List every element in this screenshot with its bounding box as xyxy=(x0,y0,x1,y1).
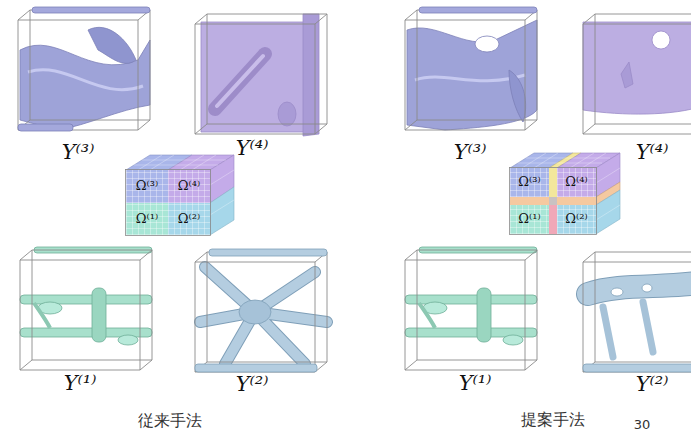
subdomain-label: Ω⁽⁴⁾ xyxy=(565,175,587,189)
unit-cell-y4-conventional-part xyxy=(201,22,305,132)
unit-cell-y4-proposed-part xyxy=(583,14,691,134)
unit-cell-y1-conventional-part xyxy=(20,247,152,345)
unit-cell-y2-conventional-part xyxy=(239,300,271,324)
unit-cell-y2-proposed xyxy=(583,252,691,372)
method-caption: 提案手法 xyxy=(521,411,585,429)
unit-cell-y4-conventional-part xyxy=(278,102,296,126)
unit-cell-y2-proposed-part xyxy=(611,288,623,296)
subdomain-label: Ω⁽³⁾ xyxy=(136,179,158,193)
subdomain-face: Ω⁽⁴⁾ xyxy=(557,168,596,197)
subdomain-cube-proposed-part xyxy=(596,190,620,234)
unit-cell-y1-proposed xyxy=(405,247,537,370)
unit-cell-y1-proposed-part xyxy=(405,247,537,345)
unit-cell-y3-conventional-part xyxy=(18,124,73,131)
unit-cell-y2-proposed-part xyxy=(603,302,653,357)
unit-cell-y2-conventional xyxy=(195,249,327,372)
unit-cell-y3-conventional-part xyxy=(28,70,143,90)
subdomain-face: Ω⁽³⁾ xyxy=(126,170,168,203)
unit-cell-y4-proposed-part xyxy=(652,31,670,49)
subdomain-face: Ω⁽⁴⁾ xyxy=(168,170,210,203)
subdomain-label: Ω⁽¹⁾ xyxy=(518,212,540,226)
page-number: 30 xyxy=(634,418,651,433)
unit-cell-y3-proposed-part xyxy=(475,36,499,52)
subdomain-label: Ω⁽²⁾ xyxy=(178,212,200,226)
subdomain-face: Ω⁽³⁾ xyxy=(510,168,549,197)
unit-cell-y2-conventional-part xyxy=(200,267,327,364)
unit-cell-y2-proposed-part xyxy=(583,364,691,372)
subdomain-label: Ω⁽³⁾ xyxy=(518,175,540,189)
cell-label: Y⁽³⁾ xyxy=(62,140,95,164)
subdomain-cube-proposed-part xyxy=(549,205,557,234)
subdomain-face: Ω⁽²⁾ xyxy=(557,205,596,234)
subdomain-label: Ω⁽⁴⁾ xyxy=(178,179,200,193)
method-caption: 従来手法 xyxy=(138,412,202,430)
unit-cell-y3-proposed-part xyxy=(509,70,526,122)
unit-cell-y3-conventional-part xyxy=(32,7,150,13)
subdomain-face: Ω⁽¹⁾ xyxy=(126,203,168,235)
unit-cell-y3-conventional-part xyxy=(88,27,136,63)
unit-cell-y3-conventional xyxy=(18,7,150,131)
unit-cell-y4-conventional-part xyxy=(303,14,319,136)
cell-label: Y⁽⁴⁾ xyxy=(236,136,269,160)
subdomain-cube-conventional-part xyxy=(126,170,211,236)
unit-cell-y2-conventional-part xyxy=(195,252,327,372)
cell-label: Y⁽²⁾ xyxy=(236,372,269,396)
unit-cell-y4-conventional-part xyxy=(215,54,265,109)
unit-cell-y3-proposed-part xyxy=(407,20,537,130)
subdomain-cube-conventional xyxy=(126,155,235,236)
unit-cell-y3-proposed xyxy=(405,7,537,130)
subdomain-cube-proposed-part xyxy=(510,168,597,235)
subdomain-cube-proposed-part xyxy=(549,168,557,197)
unit-cell-y4-conventional xyxy=(195,14,327,136)
unit-cell-y3-conventional-part xyxy=(18,10,150,130)
subdomain-label: Ω⁽²⁾ xyxy=(565,212,587,226)
cell-label: Y⁽¹⁾ xyxy=(459,371,492,395)
subdomain-cube-proposed xyxy=(510,153,621,235)
cell-label: Y⁽²⁾ xyxy=(636,372,669,396)
unit-cell-y4-conventional-part xyxy=(217,56,263,106)
unit-cell-y3-proposed-part xyxy=(405,10,537,130)
cell-label: Y⁽³⁾ xyxy=(454,140,487,164)
cell-label: Y⁽¹⁾ xyxy=(64,371,97,395)
cell-label: Y⁽⁴⁾ xyxy=(636,140,669,164)
unit-cell-y2-proposed-part xyxy=(588,280,691,294)
unit-cell-y3-proposed-part xyxy=(419,7,537,13)
unit-cell-y4-proposed-part xyxy=(583,22,691,114)
unit-cell-y2-proposed-part xyxy=(642,284,652,292)
unit-cell-y4-proposed-part xyxy=(621,62,633,88)
subdomain-cube-conventional-part xyxy=(210,187,234,235)
unit-cell-y1-conventional-part xyxy=(20,250,152,370)
unit-cell-y2-conventional-part xyxy=(195,364,317,372)
subdomain-cube-proposed-part xyxy=(549,197,557,205)
subdomain-cube-proposed-part xyxy=(510,197,596,205)
unit-cell-y4-conventional-part xyxy=(195,14,327,134)
unit-cell-y2-proposed-part xyxy=(583,252,691,372)
unit-cell-y3-proposed-part xyxy=(415,75,525,81)
unit-cell-y1-proposed-part xyxy=(405,250,537,370)
unit-cell-y2-conventional-part xyxy=(209,249,327,256)
unit-cell-y2-conventional-part xyxy=(200,267,327,364)
unit-cell-y2-proposed-part xyxy=(588,280,691,294)
subdomain-face: Ω⁽²⁾ xyxy=(168,203,210,235)
subdomain-label: Ω⁽¹⁾ xyxy=(136,212,158,226)
subdomain-face: Ω⁽¹⁾ xyxy=(510,205,549,234)
unit-cell-y4-proposed xyxy=(583,14,691,134)
unit-cell-y1-conventional xyxy=(20,247,152,370)
